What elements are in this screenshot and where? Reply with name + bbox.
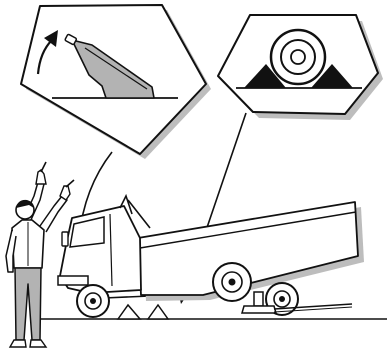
truck-rear-wheel-1 <box>213 263 251 301</box>
chock-wheel-hub <box>291 50 305 64</box>
truck-rear-wheel-1-hub <box>229 279 236 286</box>
worker-shoe-right <box>30 340 46 347</box>
truck-front-bumper <box>58 276 88 285</box>
truck-chock-front <box>118 305 140 319</box>
worker-shoe-left <box>10 340 26 347</box>
truck-front-wheel-hub <box>90 298 96 304</box>
worker-finger-left <box>41 162 46 172</box>
floor-jack-base <box>242 306 276 313</box>
worker-raised-arm-right <box>40 196 67 232</box>
worker-trousers <box>15 268 41 340</box>
truck-mirror <box>62 232 68 246</box>
truck-rear-wheel-2-hub <box>279 296 285 302</box>
truck-front-wheel <box>77 285 109 317</box>
worker-pointing-hand-left <box>36 170 46 184</box>
parking-brake-callout <box>21 5 211 159</box>
floor-jack-ram <box>254 292 263 306</box>
wheel-chock-callout <box>218 15 383 120</box>
truck-chock-rear <box>148 305 168 319</box>
worker-finger-right <box>66 180 74 187</box>
